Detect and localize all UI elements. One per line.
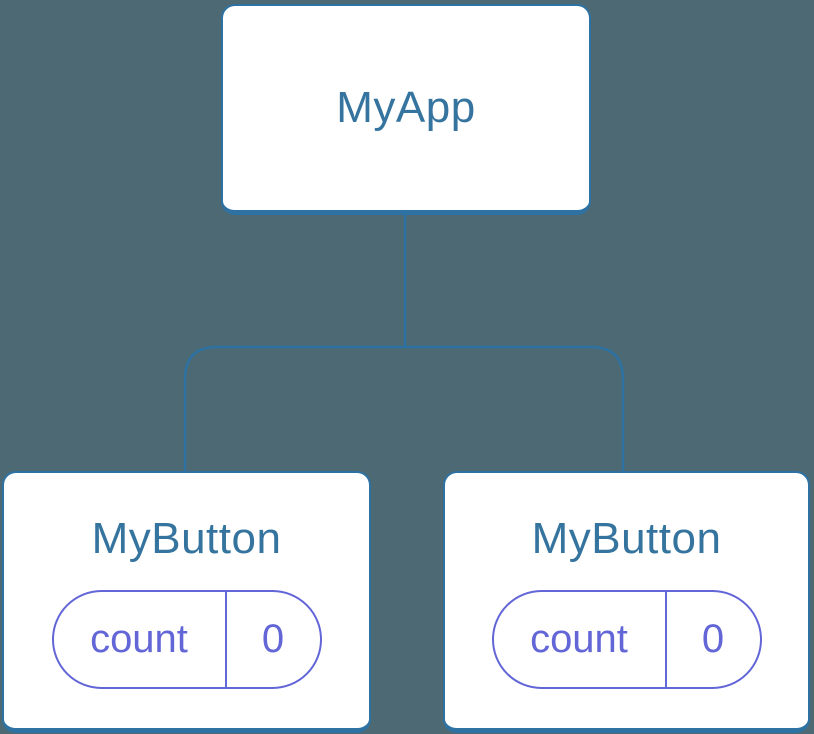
node-mybutton-left-label: MyButton — [91, 514, 282, 563]
state-key: count — [494, 592, 667, 687]
state-pill: count 0 — [491, 590, 762, 689]
state-pill: count 0 — [51, 590, 322, 689]
node-myapp: MyApp — [221, 4, 591, 215]
state-key: count — [54, 592, 227, 687]
state-value: 0 — [261, 617, 285, 661]
node-mybutton-right: MyButton count 0 — [443, 471, 810, 733]
connector-bracket — [183, 345, 625, 472]
node-mybutton-left: MyButton count 0 — [2, 471, 371, 733]
node-mybutton-right-label: MyButton — [531, 514, 722, 563]
state-value: 0 — [701, 617, 725, 661]
node-myapp-label: MyApp — [336, 83, 476, 132]
